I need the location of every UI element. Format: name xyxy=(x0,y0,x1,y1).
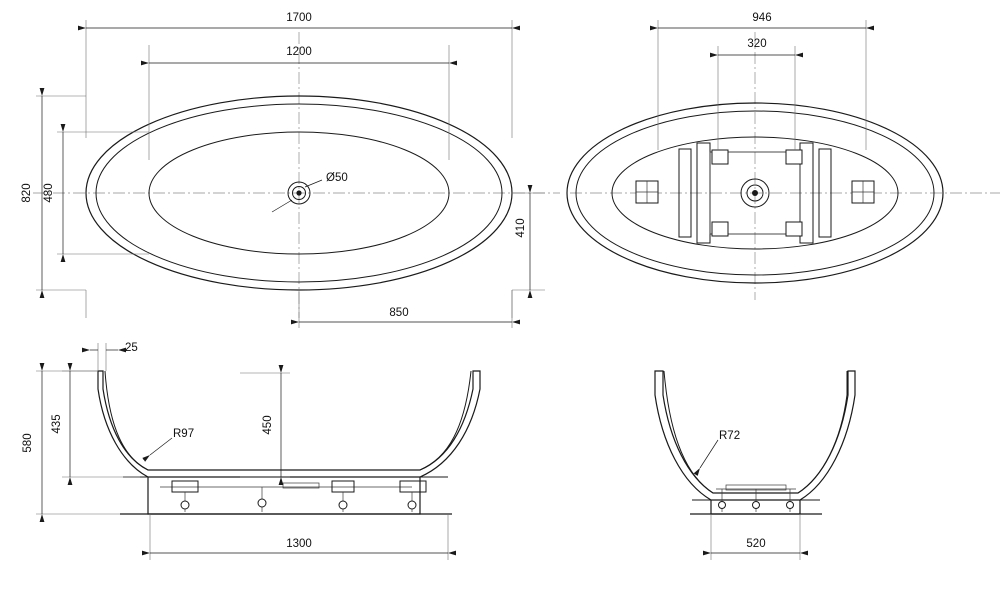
tub-rim-offset xyxy=(95,103,503,283)
dim-435-label: 435 xyxy=(51,414,63,433)
dim-520-label: 520 xyxy=(746,538,765,550)
frame-rail-right xyxy=(818,148,832,238)
foot-mid-left xyxy=(257,498,267,508)
foot-bracket-bottom-left xyxy=(711,221,729,237)
dim-25-label: 25 xyxy=(125,342,138,354)
foot-bracket-bottom-right xyxy=(785,221,803,237)
r97-label: R97 xyxy=(173,428,194,440)
dim-1700-label: 1700 xyxy=(286,12,312,24)
bottom-drain-inner xyxy=(746,184,764,202)
drain-center-dot xyxy=(296,190,302,196)
underframe-block-left xyxy=(171,480,199,493)
side-foot-right xyxy=(786,501,794,509)
bottom-drain-center xyxy=(752,190,758,196)
side-inner-surface xyxy=(663,370,848,494)
bottom-view: 946 320 xyxy=(566,12,1000,300)
foot-bracket-top-left xyxy=(711,149,729,165)
foot-right xyxy=(407,500,417,510)
tub-base-plinth xyxy=(147,477,421,515)
drain-inner-circle xyxy=(292,186,306,200)
tub-inner-surface xyxy=(104,370,472,471)
drain-diameter-leader xyxy=(304,179,323,188)
underframe-block-right xyxy=(399,480,427,493)
bottom-outer-rim xyxy=(566,102,944,284)
dim-946-label: 946 xyxy=(752,12,771,24)
support-feet xyxy=(635,149,875,237)
side-understructure xyxy=(716,484,796,512)
dim-320-label: 320 xyxy=(747,38,766,50)
dim-1200-label: 1200 xyxy=(286,46,312,58)
dim-410-label: 410 xyxy=(515,218,527,237)
side-body-outline xyxy=(654,370,856,501)
front-elevation: R97 25 580 435 450 1300 xyxy=(22,342,481,560)
underframe-center-plate xyxy=(282,482,320,489)
foot-left xyxy=(180,500,190,510)
frame-center-panel xyxy=(709,151,801,235)
dim-820-label: 820 xyxy=(21,183,33,202)
side-elevation: R72 520 xyxy=(654,370,856,560)
dim-450-label: 450 xyxy=(262,415,274,434)
dim-1300-label: 1300 xyxy=(286,538,312,550)
bottom-rim-offset xyxy=(575,110,935,276)
dim-480-label: 480 xyxy=(43,183,55,202)
front-understructure xyxy=(160,480,427,512)
r72-leader xyxy=(693,439,719,477)
drain-diameter-label: Ø50 xyxy=(326,172,348,184)
dim-850-label: 850 xyxy=(389,307,408,319)
foot-mid-right xyxy=(338,500,348,510)
underframe-block-mid-right xyxy=(331,480,355,493)
drain-outer-circle xyxy=(287,181,311,205)
frame-rail-left xyxy=(678,148,692,238)
r97-leader xyxy=(142,437,173,462)
bottom-support-platform xyxy=(611,136,899,250)
side-foot-mid xyxy=(752,501,760,509)
side-foot-left xyxy=(718,501,726,509)
tub-basin xyxy=(148,131,450,255)
top-view: Ø50 1700 1200 820 480 410 850 xyxy=(21,12,560,328)
dim-580-label: 580 xyxy=(22,433,34,452)
drain-leader-line xyxy=(271,199,293,213)
r72-label: R72 xyxy=(719,430,740,442)
foot-bracket-top-right xyxy=(785,149,803,165)
bottom-drain-outer xyxy=(740,178,770,208)
tub-body-outline xyxy=(97,370,481,478)
